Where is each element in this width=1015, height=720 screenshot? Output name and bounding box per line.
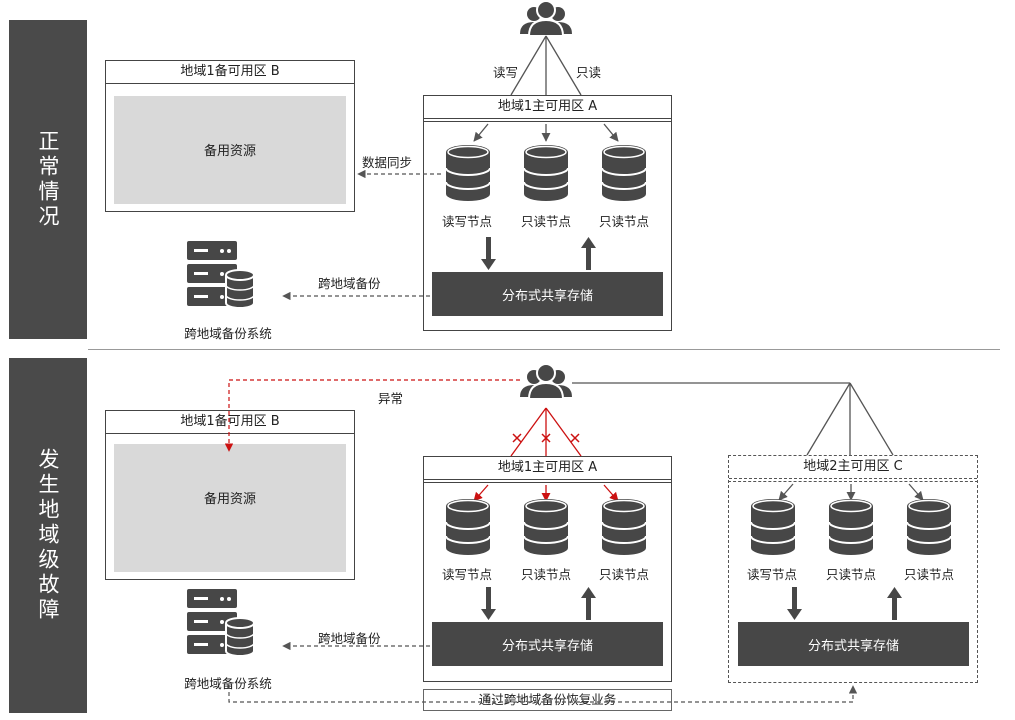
database-icon: [828, 498, 874, 556]
zone-title: 地域2主可用区 C: [729, 456, 977, 479]
read-arrow-icon: [887, 587, 902, 620]
user-connectors: [510, 35, 582, 96]
standby-resource-top: 备用资源: [114, 96, 346, 204]
zone-inner-line: [423, 121, 672, 122]
section-normal: 正常情况: [9, 20, 87, 339]
fault-connectors: [510, 407, 582, 457]
node-label-rw: 读写节点: [441, 214, 493, 229]
cross-icon: [570, 433, 580, 443]
zone-title: 地域1主可用区 A: [424, 457, 671, 480]
recover-arrow: [228, 685, 858, 703]
write-arrow-icon: [481, 237, 496, 270]
write-arrow-icon: [787, 587, 802, 620]
server-icon: [186, 240, 255, 309]
node-label-ro: 只读节点: [520, 567, 572, 582]
section-failure-label: 发生地域级故障: [36, 448, 60, 623]
server-icon: [186, 588, 255, 657]
cross-backup-label: 跨地域备份: [318, 276, 381, 291]
node-label-ro: 只读节点: [520, 214, 572, 229]
abnormal-arrow: [224, 379, 520, 452]
node-arrows: [473, 123, 619, 142]
read-arrow-icon: [581, 237, 596, 270]
storage-label: 分布式共享存储: [501, 638, 593, 654]
database-icon: [523, 144, 569, 202]
database-icon: [445, 144, 491, 202]
recover-label-box: 通过跨地域备份恢复业务: [423, 689, 672, 711]
database-icon: [601, 144, 647, 202]
zone-inner-line: [423, 482, 672, 483]
database-icon: [523, 498, 569, 556]
zone-title: 地域1备可用区 B: [106, 61, 354, 84]
zone-title: 地域1主可用区 A: [424, 96, 671, 119]
shared-storage-top: 分布式共享存储: [432, 272, 663, 316]
node-arrows-fault: [473, 484, 619, 502]
node-label-rw: 读写节点: [441, 567, 493, 582]
users-icon: [519, 0, 573, 37]
backup-system-label: 跨地域备份系统: [184, 326, 272, 341]
backup-system-label: 跨地域备份系统: [184, 676, 272, 691]
data-sync-label: 数据同步: [362, 155, 413, 170]
database-icon: [445, 498, 491, 556]
write-arrow-icon: [481, 587, 496, 620]
zone-inner-line: [728, 481, 978, 482]
users-icon: [519, 363, 573, 400]
abnormal-label: 异常: [378, 391, 404, 406]
section-normal-label: 正常情况: [36, 129, 60, 230]
standby-resource-bottom: 备用资源: [114, 444, 346, 572]
node-label-ro: 只读节点: [598, 567, 650, 582]
read-arrow-icon: [581, 587, 596, 620]
cross-icon: [512, 433, 522, 443]
section-failure: 发生地域级故障: [9, 358, 87, 713]
node-label-rw: 读写节点: [746, 567, 798, 582]
node-arrows-c: [778, 483, 924, 501]
region2-connectors: [572, 382, 894, 456]
database-icon: [601, 498, 647, 556]
shared-storage-bottom-a: 分布式共享存储: [432, 622, 663, 666]
section-separator: [88, 349, 1000, 350]
node-label-ro: 只读节点: [598, 214, 650, 229]
node-label-ro: 只读节点: [903, 567, 955, 582]
storage-label: 分布式共享存储: [501, 288, 593, 304]
read-only-label: 只读: [576, 65, 602, 80]
read-write-label: 读写: [493, 65, 519, 80]
database-icon: [750, 498, 796, 556]
cross-backup-label: 跨地域备份: [318, 631, 381, 646]
storage-label: 分布式共享存储: [807, 638, 899, 654]
database-icon: [906, 498, 952, 556]
recover-label: 通过跨地域备份恢复业务: [478, 692, 617, 707]
standby-resource-label: 备用资源: [203, 492, 256, 507]
standby-resource-label: 备用资源: [203, 144, 256, 159]
shared-storage-bottom-c: 分布式共享存储: [738, 622, 969, 666]
node-label-ro: 只读节点: [825, 567, 877, 582]
zone-title: 地域1备可用区 B: [106, 411, 354, 434]
